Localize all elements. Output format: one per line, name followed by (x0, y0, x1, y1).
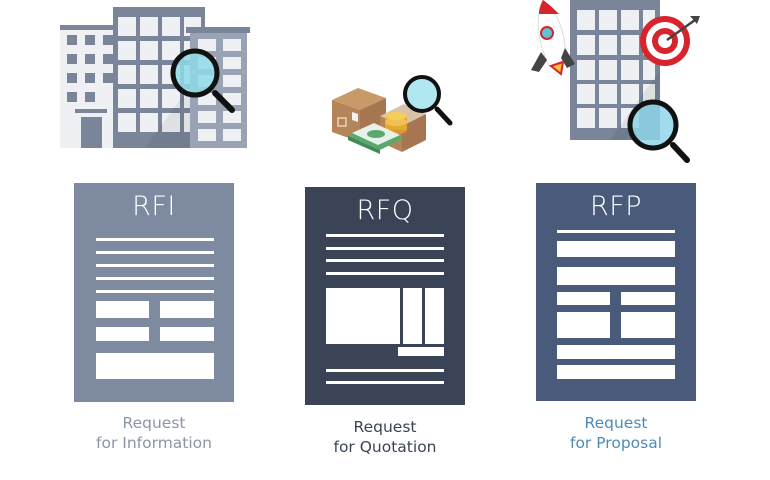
rfq-title: RFQ (356, 195, 414, 226)
rfi-caption-line2: for Information (96, 434, 212, 452)
text-line (326, 247, 444, 250)
magnifier-icon (403, 75, 453, 126)
form-field (160, 301, 214, 318)
text-line (96, 290, 214, 293)
quote-total (398, 347, 444, 356)
form-field (96, 301, 149, 318)
form-field (557, 292, 610, 305)
magnifier-icon (170, 48, 235, 113)
form-field (557, 312, 610, 338)
rfq-caption-line2: for Quotation (333, 438, 437, 456)
text-line (326, 272, 444, 275)
coin-stack-icon (385, 112, 407, 134)
text-block (557, 267, 675, 285)
left-building (60, 25, 120, 148)
office-buildings-illustration (60, 7, 250, 148)
rfi-title: RFI (132, 191, 176, 222)
text-block (557, 345, 675, 359)
text-line (557, 230, 675, 233)
rfi-caption: Request for Information (64, 413, 244, 453)
rfp-title: RFP (589, 191, 643, 222)
text-block (557, 365, 675, 379)
rfq-caption-line1: Request (353, 418, 417, 436)
text-line (96, 238, 214, 241)
rfi-document: RFI (74, 183, 234, 402)
text-line (326, 381, 444, 384)
rocket-building-target-illustration (531, 0, 700, 163)
text-line (326, 234, 444, 237)
form-field (160, 327, 214, 341)
text-block (96, 353, 214, 379)
form-field (621, 292, 675, 305)
rfp-caption-line2: for Proposal (569, 434, 663, 452)
banknotes-icon (348, 123, 404, 154)
quote-table-col (425, 288, 444, 344)
form-field (621, 312, 675, 338)
rocket-icon (531, 0, 575, 76)
magnifier-icon (627, 99, 690, 163)
rfi-caption-line1: Request (122, 414, 186, 432)
text-block (557, 241, 675, 257)
form-field (96, 327, 149, 341)
text-line (96, 251, 214, 254)
quote-table-main (326, 288, 400, 344)
text-line (326, 259, 444, 262)
text-line (326, 369, 444, 372)
target-icon (640, 16, 700, 66)
text-line (96, 264, 214, 267)
rfp-caption: Request for Proposal (526, 413, 706, 453)
text-line (96, 277, 214, 280)
quote-table-col (403, 288, 422, 344)
rfq-caption: Request for Quotation (295, 417, 475, 457)
rfp-caption-line1: Request (584, 414, 648, 432)
rfp-document: RFP (536, 183, 696, 401)
boxes-money-illustration (332, 75, 453, 154)
rfq-document: RFQ (305, 187, 465, 405)
